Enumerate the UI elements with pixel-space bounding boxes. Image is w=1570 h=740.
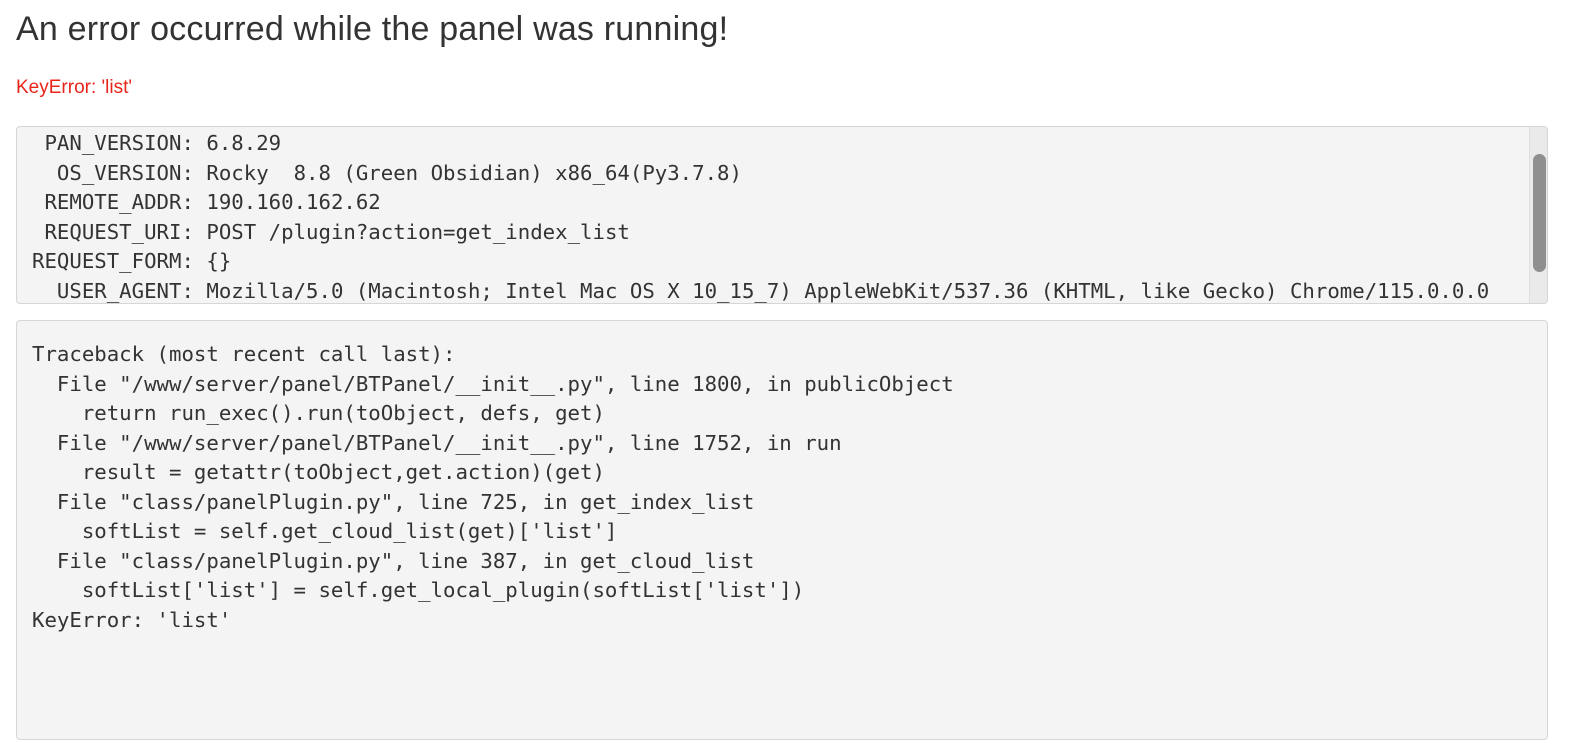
info-value: {} <box>206 249 232 273</box>
info-row: OS_VERSION: Rocky 8.8 (Green Obsidian) x… <box>32 159 1547 189</box>
info-value: 190.160.162.62 <box>206 190 381 214</box>
info-row: USER_AGENT: Mozilla/5.0 (Macintosh; Inte… <box>32 277 1547 304</box>
info-row: REMOTE_ADDR: 190.160.162.62 <box>32 188 1547 218</box>
traceback-line: File "class/panelPlugin.py", line 725, i… <box>32 489 755 514</box>
scrollbar[interactable] <box>1529 127 1547 303</box>
scrollbar-thumb[interactable] <box>1533 154 1546 272</box>
info-value: Mozilla/5.0 (Macintosh; Intel Mac OS X 1… <box>206 278 1490 303</box>
traceback-line: File "/www/server/panel/BTPanel/__init__… <box>32 430 842 455</box>
info-row: PAN_VERSION: 6.8.29 <box>32 129 1547 159</box>
error-message: KeyError: 'list' <box>16 77 132 98</box>
info-label: REQUEST_FORM: <box>32 249 194 273</box>
info-row: REQUEST_FORM: {} <box>32 247 1547 277</box>
traceback-line: result = getattr(toObject,get.action)(ge… <box>32 460 605 484</box>
traceback-line: softList = self.get_cloud_list(get)['lis… <box>32 519 618 543</box>
traceback-line: Traceback (most recent call last): <box>32 342 456 366</box>
info-label: USER_AGENT: <box>32 278 194 303</box>
page-title: An error occurred while the panel was ru… <box>16 10 729 48</box>
info-label: PAN_VERSION: <box>32 131 194 155</box>
info-value: POST /plugin?action=get_index_list <box>206 219 630 244</box>
traceback-line: KeyError: 'list' <box>32 607 232 632</box>
traceback-line: return run_exec().run(toObject, defs, ge… <box>32 401 605 425</box>
info-value: Rocky 8.8 (Green Obsidian) x86_64(Py3.7.… <box>206 160 742 185</box>
traceback-line: File "/www/server/panel/BTPanel/__init__… <box>32 371 954 396</box>
info-label: OS_VERSION: <box>32 160 194 185</box>
info-label: REQUEST_URI: <box>32 219 194 244</box>
info-label: REMOTE_ADDR: <box>32 190 194 214</box>
traceback-box: Traceback (most recent call last): File … <box>16 320 1548 740</box>
info-value: 6.8.29 <box>206 131 282 155</box>
info-row: REQUEST_URI: POST /plugin?action=get_ind… <box>32 218 1547 248</box>
traceback-line: softList['list'] = self.get_local_plugin… <box>32 578 805 602</box>
environment-info-box: PAN_VERSION: 6.8.29 OS_VERSION: Rocky 8.… <box>16 126 1548 304</box>
traceback-line: File "class/panelPlugin.py", line 387, i… <box>32 548 755 573</box>
